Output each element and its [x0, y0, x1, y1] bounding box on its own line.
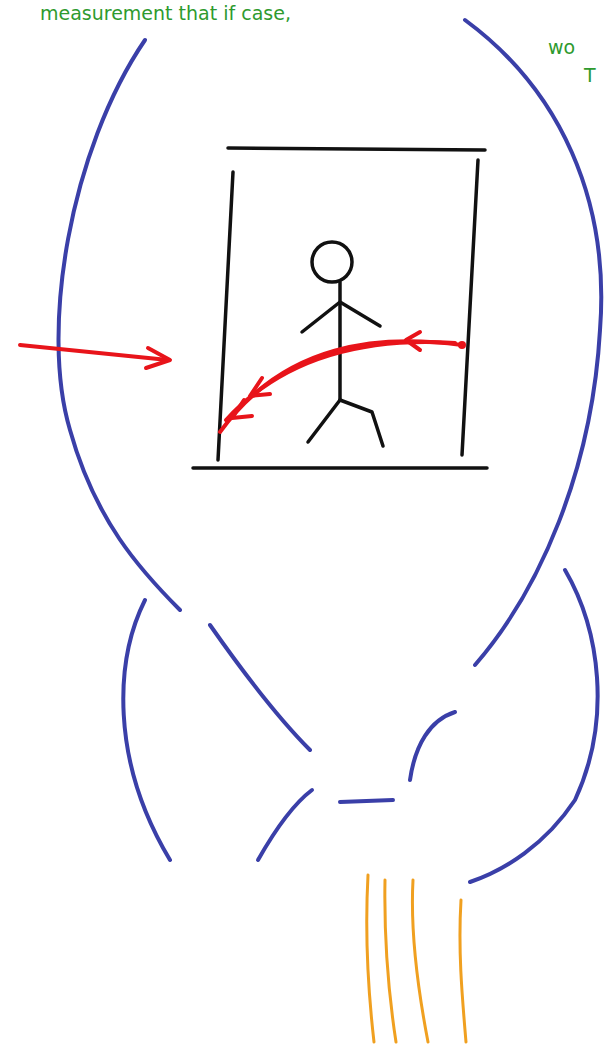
ray-source	[458, 341, 466, 349]
box-edge	[228, 148, 485, 150]
elevator-box	[193, 148, 487, 468]
lower-left-strand	[123, 600, 170, 860]
handwritten-note: wo	[548, 36, 575, 58]
bent-ray	[220, 341, 462, 432]
arrow-head	[406, 332, 420, 350]
lower-right-strand	[470, 570, 598, 882]
handwritten-note: measurement that if case,	[40, 2, 291, 24]
orange-strands	[367, 875, 466, 1042]
arrow-head	[232, 400, 252, 418]
light-ray	[20, 332, 462, 432]
box-edge	[193, 466, 487, 470]
arrow-head	[250, 378, 270, 396]
knot-strands	[59, 20, 602, 882]
arrow-head	[146, 348, 170, 368]
figure-leg	[340, 400, 383, 446]
crossing-strand	[258, 790, 312, 860]
crossing-strand	[210, 625, 310, 750]
crossing-dash	[340, 800, 393, 802]
incoming-arrow	[20, 345, 168, 360]
orange-line	[385, 880, 396, 1042]
orange-line	[367, 875, 374, 1042]
figure-body	[338, 282, 342, 400]
right-strand	[465, 20, 601, 665]
orange-line	[460, 900, 466, 1042]
crossing-strand	[410, 712, 455, 780]
handwritten-note: T	[584, 64, 596, 86]
figure-leg	[308, 400, 340, 442]
figure-head	[312, 242, 352, 282]
figure-arms	[302, 302, 380, 332]
orange-line	[412, 880, 428, 1042]
box-edge	[462, 160, 478, 455]
left-strand	[59, 40, 180, 610]
bent-ray	[226, 342, 455, 420]
